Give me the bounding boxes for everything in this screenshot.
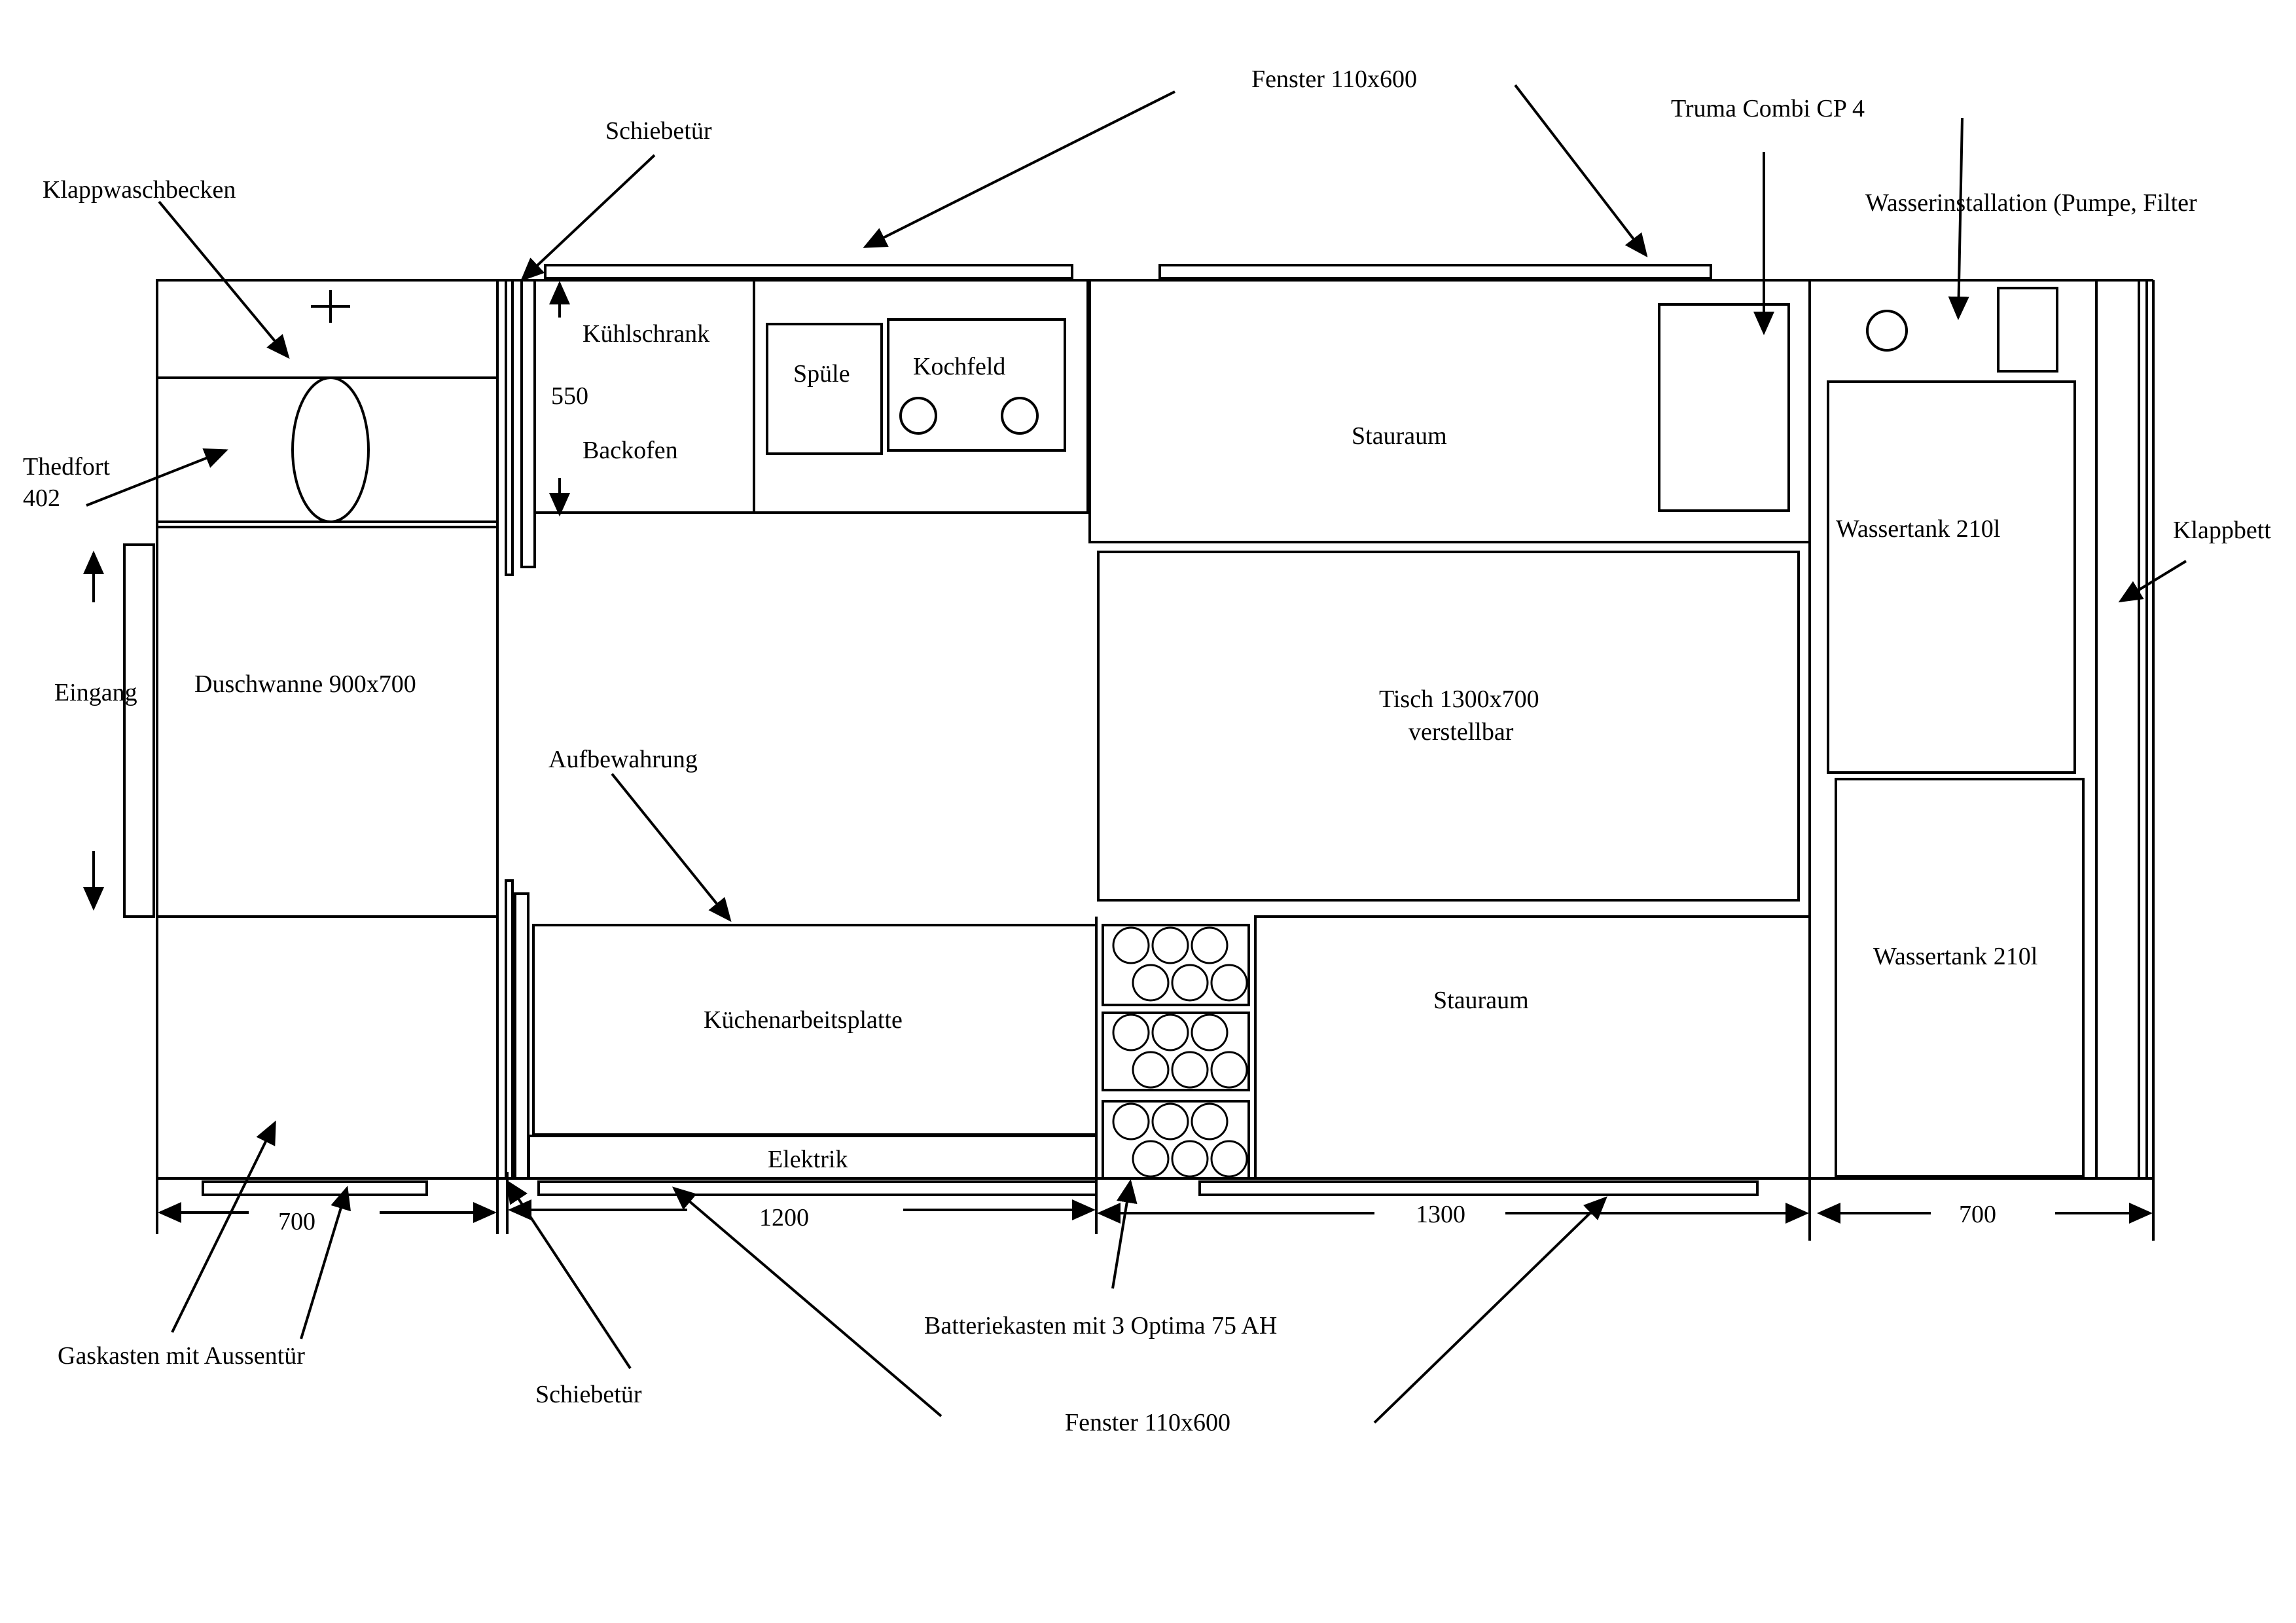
label-dim-550: 550 xyxy=(551,382,588,410)
label-fenster-top: Fenster 110x600 xyxy=(1251,65,1417,93)
label-truma: Truma Combi CP 4 xyxy=(1671,95,1865,122)
label-backofen: Backofen xyxy=(583,437,678,464)
shower-area xyxy=(123,543,497,918)
water-tank-2 xyxy=(1835,778,2085,1178)
window-bottom-gas xyxy=(202,1180,428,1196)
window-bottom-right xyxy=(1198,1180,1759,1196)
schiebetuer-bottom-door xyxy=(505,879,529,1180)
label-dim-700-left: 700 xyxy=(278,1208,315,1235)
label-wassertank-2: Wassertank 210l xyxy=(1873,943,2037,970)
storage-bottom xyxy=(1254,915,1811,1180)
vehicle-walls xyxy=(156,279,2155,1180)
toilet-area xyxy=(157,376,497,528)
filter-icon xyxy=(1997,287,2058,373)
battery-cells-icon xyxy=(1112,926,1248,1178)
label-dim-700-right: 700 xyxy=(1959,1201,1996,1228)
label-batteriekasten: Batteriekasten mit 3 Optima 75 AH xyxy=(924,1312,1277,1340)
label-schiebetuer-top: Schiebetür xyxy=(605,117,712,145)
label-klappwaschbecken: Klappwaschbecken xyxy=(43,176,236,204)
label-kuehlschrank: Kühlschrank xyxy=(583,320,709,348)
label-kuechenarbeitsplatte: Küchenarbeitsplatte xyxy=(704,1006,903,1034)
label-gaskasten: Gaskasten mit Aussentür xyxy=(58,1342,305,1370)
label-klappbett: Klappbett xyxy=(2173,517,2271,544)
label-dim-1300: 1300 xyxy=(1416,1201,1465,1228)
label-dim-1200: 1200 xyxy=(759,1204,809,1231)
truma-heater xyxy=(1658,303,1790,512)
label-schiebetuer-bottom: Schiebetür xyxy=(535,1381,642,1408)
battery-box xyxy=(1102,917,1257,1180)
label-stauraum-bottom: Stauraum xyxy=(1433,987,1529,1014)
label-spuele: Spüle xyxy=(793,360,850,388)
label-thedfort-1: Thedfort xyxy=(23,453,110,481)
label-wassertank-1: Wassertank 210l xyxy=(1836,515,2000,543)
schiebetuer-top-door xyxy=(505,279,536,576)
storage-top-unit xyxy=(1088,279,1811,543)
label-thedfort-2: 402 xyxy=(23,484,60,512)
window-top-left xyxy=(544,264,1073,280)
window-bottom-left xyxy=(537,1180,1098,1196)
entrance-door xyxy=(123,543,155,918)
electrics-box xyxy=(528,1135,1098,1180)
toilet-bowl-icon xyxy=(291,376,370,523)
label-stauraum-top: Stauraum xyxy=(1352,422,1447,450)
sink-hob-unit xyxy=(753,279,1089,514)
window-top-right xyxy=(1158,264,1712,280)
label-kochfeld: Kochfeld xyxy=(913,353,1005,380)
pump-icon xyxy=(1866,310,1908,352)
dimension-lines xyxy=(83,281,2155,1241)
hob xyxy=(887,318,1066,452)
sink-basin xyxy=(766,323,883,455)
klappwaschbecken-area xyxy=(157,290,497,379)
label-fenster-bottom: Fenster 110x600 xyxy=(1065,1409,1230,1436)
label-tisch-1: Tisch 1300x700 xyxy=(1379,685,1539,713)
burner-icon xyxy=(899,397,937,435)
label-eingang: Eingang xyxy=(54,679,137,706)
water-installation xyxy=(1866,287,2058,373)
label-aufbewahrung: Aufbewahrung xyxy=(548,746,698,773)
label-elektrik: Elektrik xyxy=(768,1146,848,1173)
label-duschwanne: Duschwanne 900x700 xyxy=(194,670,416,698)
leader-arrows xyxy=(86,84,2187,1424)
label-tisch-2: verstellbar xyxy=(1408,718,1514,746)
table xyxy=(1097,551,1800,902)
burner-icon xyxy=(1001,397,1039,435)
label-wasserinstallation: Wasserinstallation (Pumpe, Filter xyxy=(1865,189,2197,217)
folding-bed xyxy=(2095,279,2140,1180)
water-tank-1 xyxy=(1827,380,2076,774)
